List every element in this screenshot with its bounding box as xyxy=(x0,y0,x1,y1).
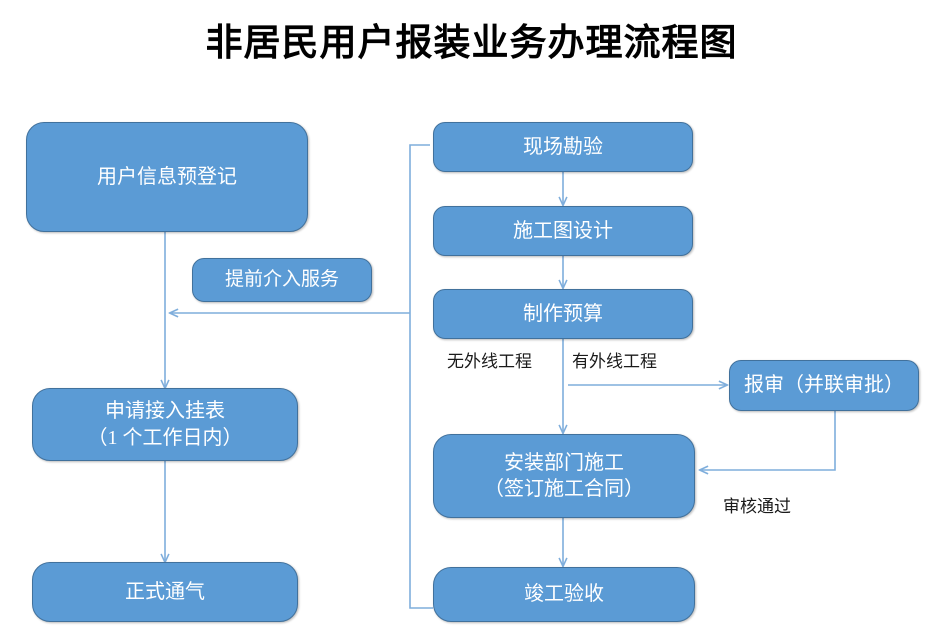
node-review-label: 报审（并联审批） xyxy=(744,374,904,397)
node-construction[interactable]: 安装部门施工 （签订施工合同） xyxy=(433,434,695,518)
node-formal-gas-label: 正式通气 xyxy=(125,580,205,603)
node-acceptance[interactable]: 竣工验收 xyxy=(433,567,695,622)
node-review[interactable]: 报审（并联审批） xyxy=(729,360,919,411)
edge-label-review-passed: 审核通过 xyxy=(723,497,791,516)
node-acceptance-label: 竣工验收 xyxy=(524,583,604,606)
node-budget[interactable]: 制作预算 xyxy=(433,289,693,339)
edge-review-to-construction xyxy=(700,411,836,470)
edge-label-has-external: 有外线工程 xyxy=(572,352,657,371)
node-budget-label: 制作预算 xyxy=(523,302,603,325)
node-apply-meter-label: 申请接入挂表 （1 个工作日内） xyxy=(87,400,243,449)
node-early-service-label: 提前介入服务 xyxy=(224,269,339,291)
node-site-survey-label: 现场勘验 xyxy=(523,135,603,158)
node-pre-register-label: 用户信息预登记 xyxy=(97,165,237,188)
node-drawing-design-label: 施工图设计 xyxy=(513,219,613,242)
node-formal-gas[interactable]: 正式通气 xyxy=(32,562,298,622)
node-site-survey[interactable]: 现场勘验 xyxy=(433,122,693,172)
edge-acceptance-return-loop xyxy=(409,144,433,609)
page-title: 非居民用户报装业务办理流程图 xyxy=(205,23,738,64)
node-construction-label: 安装部门施工 （签订施工合同） xyxy=(484,451,644,500)
edge-label-no-external: 无外线工程 xyxy=(447,352,532,371)
node-pre-register[interactable]: 用户信息预登记 xyxy=(26,122,308,232)
node-apply-meter[interactable]: 申请接入挂表 （1 个工作日内） xyxy=(32,388,298,461)
node-early-service[interactable]: 提前介入服务 xyxy=(192,258,372,302)
node-drawing-design[interactable]: 施工图设计 xyxy=(433,206,693,256)
